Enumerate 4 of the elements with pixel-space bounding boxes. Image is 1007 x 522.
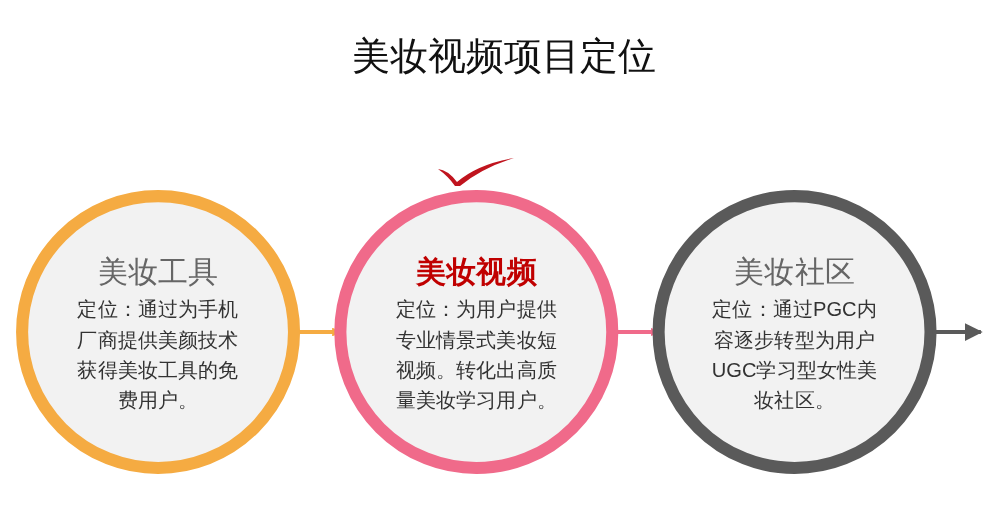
node-circle: 美妆视频 定位：为用户提供专业情景式美妆短视频。转化出高质量美妆学习用户。	[334, 190, 619, 474]
node-circle: 美妆工具 定位：通过为手机厂商提供美颜技术获得美妆工具的免费用户。	[16, 190, 301, 474]
title: 美妆视频项目定位	[351, 34, 656, 79]
node-circle: 美妆社区 定位：通过PGC内容逐步转型为用户UGC学习型女性美妆社区。	[652, 190, 937, 474]
